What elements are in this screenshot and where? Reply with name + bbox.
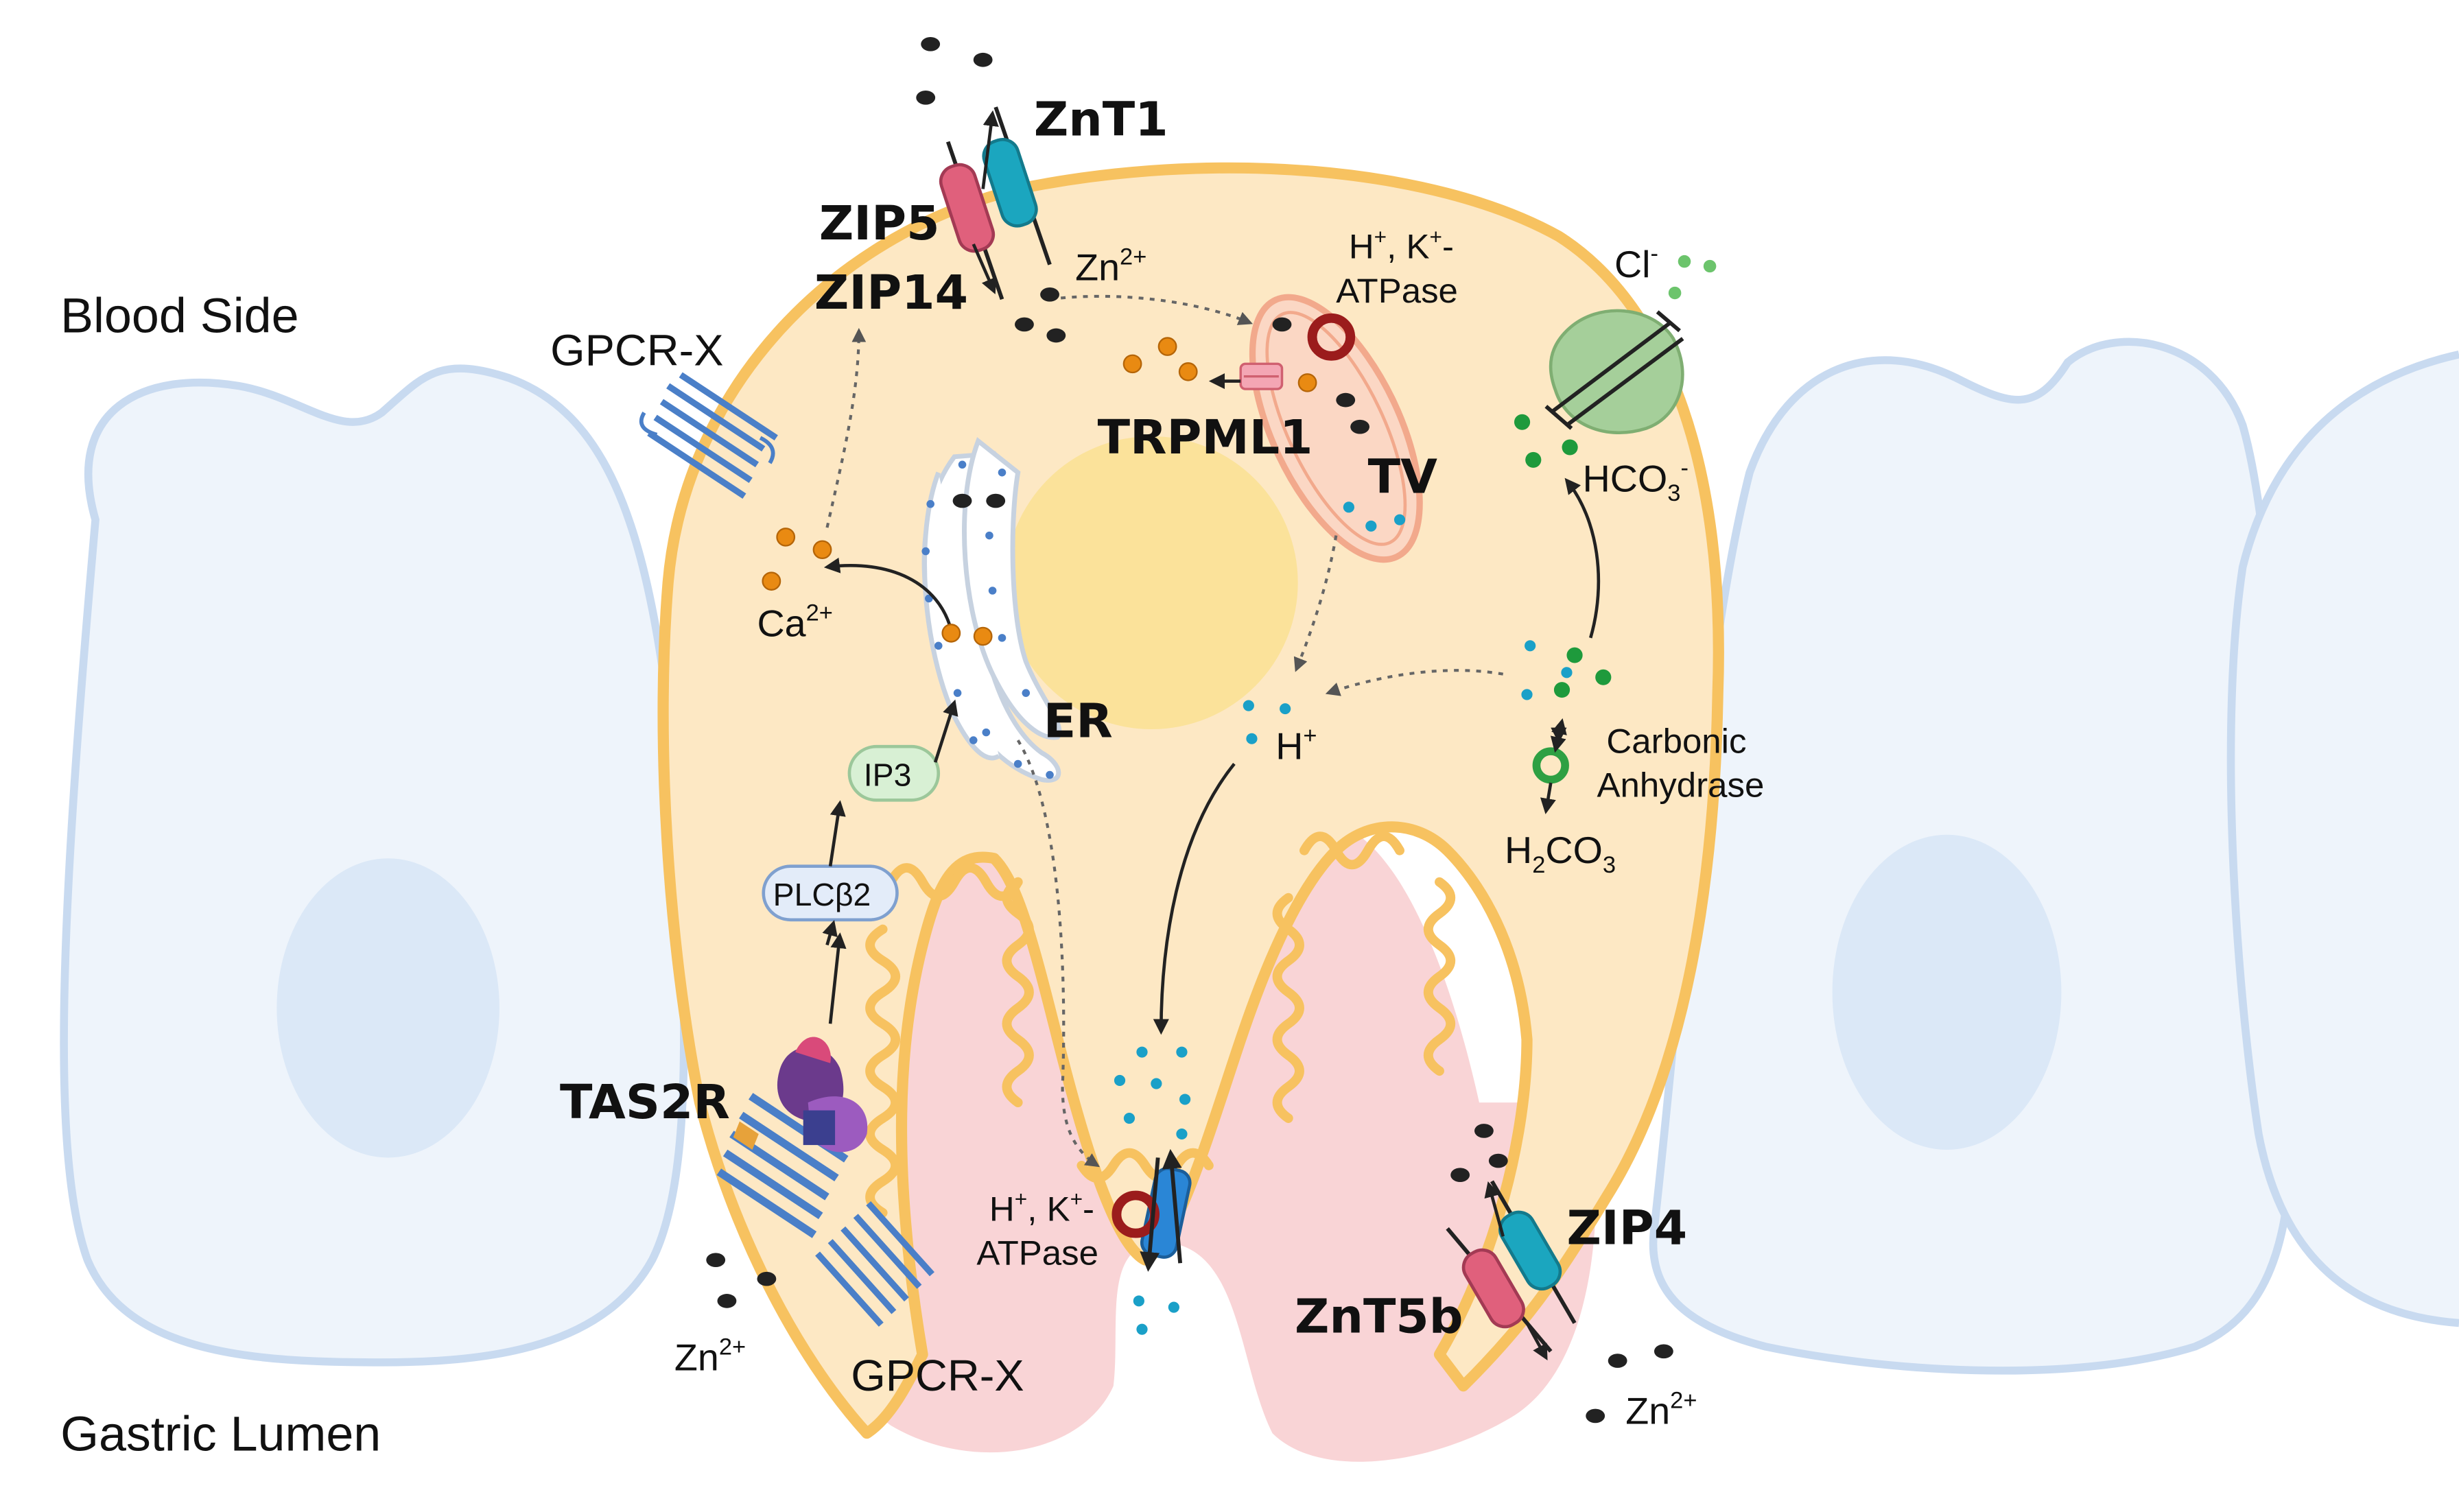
arrow-ip3-to-er — [933, 699, 958, 763]
carbonic-anhydrase-line2: Anhydrase — [1597, 766, 1765, 805]
atpase-bottom-line1: H+, K+- — [989, 1188, 1094, 1228]
arrow-tas2r-to-plc — [822, 919, 838, 946]
atpase-top-line2: ATPase — [1336, 271, 1458, 310]
znt1-label: ZnT1 — [1034, 93, 1168, 147]
nucleus — [1005, 436, 1298, 729]
chloride-ions — [1668, 255, 1717, 300]
zip4-label: ZIP4 — [1566, 1201, 1687, 1256]
er-label: ER — [1044, 694, 1113, 749]
arrow-zip4-in — [1484, 1181, 1505, 1237]
zip4-channel-icon — [1490, 1180, 1577, 1324]
zinc-ions — [706, 36, 1673, 1424]
tubulovesicle-icon — [1249, 294, 1423, 563]
zn-bottom-left-label: Zn2+ — [674, 1334, 746, 1379]
ip3-pill — [847, 744, 941, 802]
gpcr-x-top-label: GPCR-X — [550, 326, 723, 375]
parietal-cell — [657, 162, 1724, 1439]
gpcr-receptor-icon-bottom — [815, 1201, 934, 1327]
arrow-zip-in — [972, 243, 997, 294]
pathway-arrows — [822, 110, 1601, 1361]
calcium-ions — [762, 337, 1317, 646]
h-label: H+ — [1275, 723, 1317, 768]
neighbor-nucleus-right — [1832, 834, 2062, 1150]
ip3-label: IP3 — [864, 757, 912, 793]
arrow-tv-to-h — [1293, 535, 1338, 672]
znt5b-label: ZnT5b — [1295, 1290, 1463, 1345]
hco3-label: HCO3- — [1583, 455, 1689, 506]
blood-side-label: Blood Side — [60, 289, 299, 344]
arrow-er-to-pump — [1016, 739, 1101, 1168]
arrow-plc-to-ip3 — [828, 800, 846, 867]
arrow-h-to-canaliculus — [1153, 763, 1236, 1035]
arrow-ca-to-zip — [825, 327, 867, 528]
neighbor-nucleus-left — [277, 858, 499, 1158]
neighbor-cell-left — [60, 364, 688, 1367]
trpml1-label: TRPML1 — [1098, 411, 1313, 466]
microvilli — [865, 831, 1455, 1218]
zip5-zip14-channel-icon — [939, 141, 1004, 300]
ca-label: Ca2+ — [757, 600, 832, 645]
trpml1-channel-icon — [1239, 362, 1284, 390]
arrow-znt5b-out — [1525, 1322, 1548, 1361]
plc-label: PLCβ2 — [773, 877, 871, 912]
zn-bottom-right-label: Zn2+ — [1625, 1388, 1697, 1432]
gpcr-x-bottom-label: GPCR-X — [851, 1351, 1024, 1401]
neighbor-cell-right — [1649, 338, 2297, 1375]
gpcr-receptor-icon-top — [639, 372, 778, 499]
bicarbonate-ions — [1514, 414, 1612, 698]
gastric-lumen-label: Gastric Lumen — [60, 1407, 381, 1462]
arrow-to-hco3 — [1564, 477, 1601, 639]
atpase-pump-icon-bottom — [1111, 1148, 1192, 1272]
er-organelle-icon — [921, 437, 1062, 783]
chloride-exchanger-icon — [1544, 309, 1684, 435]
tas2r-receptor-icon — [716, 1037, 868, 1238]
zn-top-label: Zn2+ — [1075, 244, 1146, 289]
h2co3-label: H2CO3 — [1505, 829, 1616, 877]
znt1-channel-icon — [982, 106, 1052, 265]
proton-ions — [1114, 501, 1573, 1335]
znt5b-channel-icon — [1446, 1227, 1553, 1353]
atpase-top-line1: H+, K+- — [1349, 225, 1454, 265]
zip5-label: ZIP5 — [819, 196, 940, 251]
arrow-znt1-out — [981, 110, 999, 189]
tv-label: TV — [1368, 450, 1438, 505]
atpase-bottom-line2: ATPase — [976, 1233, 1098, 1273]
arrow-er-to-ca — [823, 557, 953, 630]
atpase-pump-icon-top — [1307, 313, 1356, 361]
arrow-zn-to-tv — [1049, 294, 1253, 325]
tas2r-label: TAS2R — [560, 1075, 730, 1130]
cl-label: Cl- — [1614, 241, 1658, 285]
carbonic-anhydrase-line1: Carbonic — [1606, 722, 1746, 761]
neighbor-cell-far-right — [2226, 350, 2459, 1327]
zip14-label: ZIP14 — [814, 265, 968, 320]
